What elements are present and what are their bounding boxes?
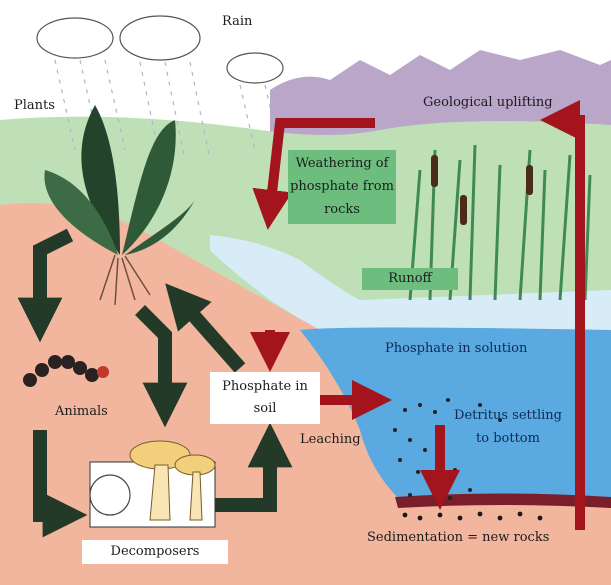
plants-label: Plants (14, 98, 55, 113)
sedimentation-label: Sedimentation = new rocks (367, 530, 550, 545)
cloud-icon (36, 15, 284, 84)
animals-label: Animals (55, 404, 108, 419)
sediment-rocks (402, 511, 543, 521)
weathering-label: Weathering of phosphate from rocks (288, 150, 396, 225)
detritus-label: Detritus settling to bottom (443, 405, 573, 451)
stream-water (210, 235, 611, 335)
weathering-label-line3: rocks (324, 201, 360, 217)
mountain-range (270, 50, 611, 140)
millipede-icon (23, 355, 109, 387)
uplift-arrow (540, 100, 585, 530)
runoff-label: Runoff (362, 268, 458, 290)
weathering-arrow (252, 118, 375, 230)
plants-to-decomposers-arrow (135, 305, 188, 428)
green-cycle-arrows (17, 228, 293, 538)
animals-to-decomposers-arrow (33, 430, 88, 538)
detritus-particles (393, 398, 502, 500)
plants-to-animals-arrow (17, 228, 74, 343)
phosphate-soil-label: Phosphate in soil (210, 372, 320, 425)
mushroom-icon (89, 440, 216, 528)
red-cycle-arrows (250, 100, 585, 530)
detritus-label-line1: Detritus settling (454, 408, 562, 423)
plant-icon (44, 105, 195, 306)
detritus-label-line2: to bottom (476, 430, 540, 446)
phosphate-soil-label-line2: soil (253, 401, 277, 417)
phosphate-solution-label: Phosphate in solution (385, 341, 528, 356)
leaching-label: Leaching (300, 432, 361, 447)
soil-to-plants-arrow (165, 283, 246, 373)
phosphate-soil-label-line1: Phosphate in (222, 379, 308, 394)
cattail-icon (431, 155, 533, 225)
decomposers-label: Decomposers (82, 540, 228, 564)
weathering-label-line1: Weathering of (295, 156, 389, 171)
geological-uplifting-label: Geological uplifting (423, 95, 553, 110)
rain-label: Rain (222, 14, 253, 29)
decomposers-to-soil-arrow (215, 422, 293, 512)
lake-water (300, 327, 611, 505)
weathering-label-line2: phosphate from (290, 178, 394, 194)
